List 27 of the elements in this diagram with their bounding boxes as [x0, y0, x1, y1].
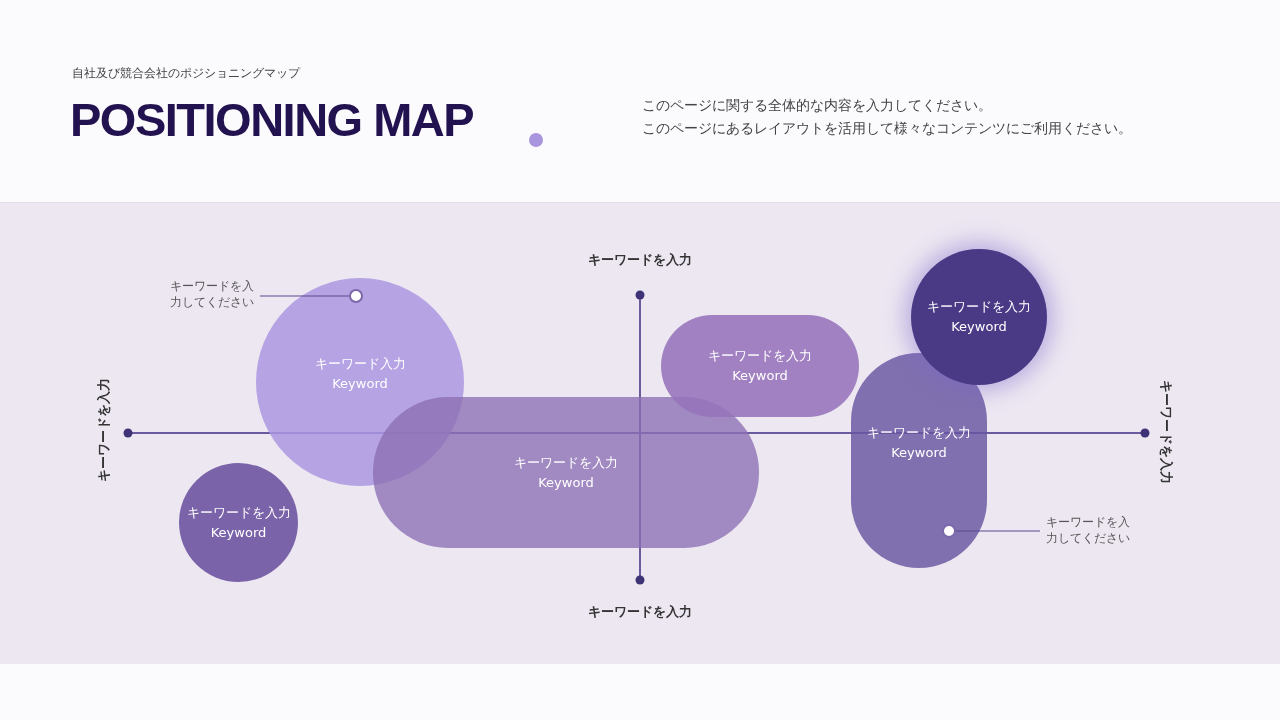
bubble-keyword: Keyword — [951, 318, 1007, 336]
subtitle: 自社及び競合会社のポジショニングマップ — [72, 66, 300, 82]
bubble-keyword: Keyword — [332, 375, 388, 393]
bubble — [661, 315, 859, 417]
bubble-keyword: Keyword — [732, 367, 788, 385]
bubble-keyword: Keyword — [891, 443, 947, 462]
ring-marker — [349, 289, 363, 303]
bubble-heading: キーワードを入力 — [927, 298, 1031, 316]
axis-label: キーワードを入力 — [1158, 379, 1175, 484]
title: POSITIONING MAP — [70, 92, 474, 147]
description: このページに関する全体的な内容を入力してください。 — [642, 96, 992, 115]
description: このページにあるレイアウトを活用して様々なコンテンツにご利用ください。 — [642, 119, 1132, 138]
bubble-heading: キーワードを入力 — [708, 347, 812, 365]
callout-text: キーワードを入力してください — [169, 278, 254, 310]
bubble-heading: キーワード入力 — [314, 355, 406, 373]
axis-label: キーワードを入力 — [588, 603, 692, 621]
bubble-heading: キーワードを入力 — [867, 423, 971, 442]
leader-line — [955, 530, 1041, 532]
bubble-heading: キーワードを入力 — [186, 503, 291, 522]
ring-marker — [942, 524, 956, 538]
leader-line — [259, 295, 350, 297]
axis-label: キーワードを入力 — [95, 377, 112, 482]
bubble-heading: キーワードを入力 — [514, 453, 618, 472]
axis-label: キーワードを入力 — [588, 251, 692, 269]
bubble-keyword: Keyword — [538, 473, 594, 492]
callout-text: キーワードを入力してください — [1046, 514, 1131, 546]
bubble-keyword: Keyword — [210, 523, 267, 542]
